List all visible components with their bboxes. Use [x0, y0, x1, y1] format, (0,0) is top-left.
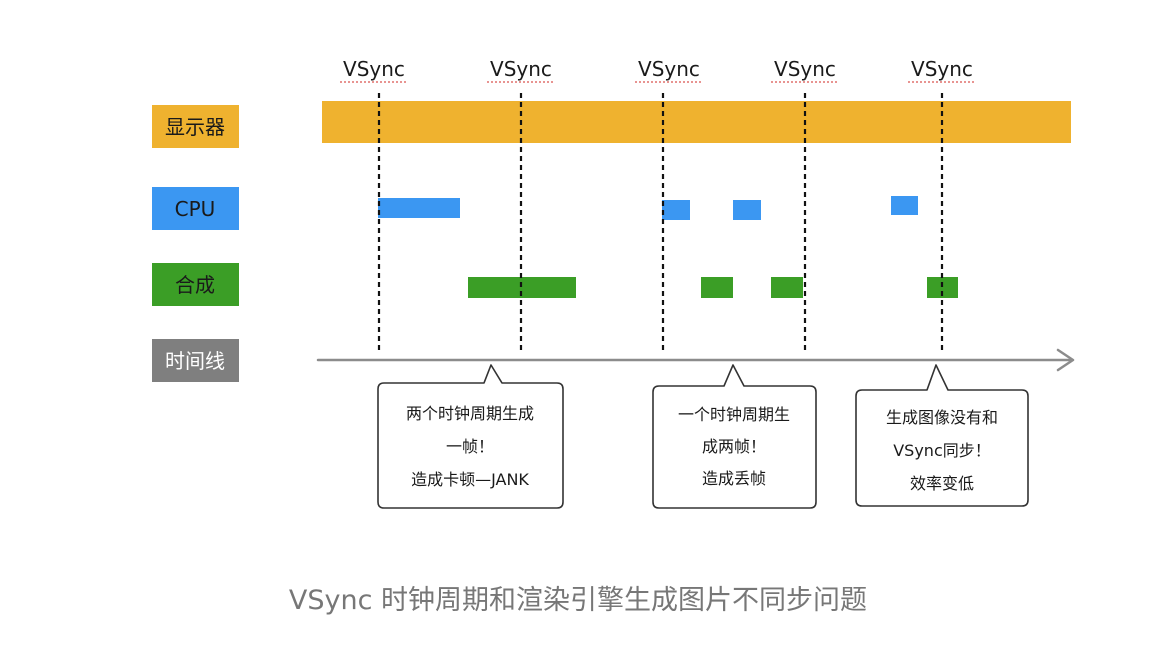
timeline-axis [316, 348, 1075, 372]
callout-out-of-sync-line-3: 效率变低 [910, 474, 974, 493]
callout-out-of-sync: 生成图像没有和 VSync同步！ 效率变低 [855, 364, 1029, 507]
vsync-label-4: VSync [774, 57, 836, 81]
callout-out-of-sync-line-2: VSync同步！ [893, 441, 991, 460]
compose-label: 合成 [175, 273, 215, 297]
cpu-block-4 [891, 196, 918, 215]
callout-jank-line-3: 造成卡顿—JANK [411, 470, 529, 489]
callout-jank-line-2: 一帧！ [446, 437, 494, 456]
display-label-box [152, 105, 239, 148]
timeline-arrowhead [1056, 348, 1075, 372]
vsync-label-5: VSync [911, 57, 973, 81]
callout-dropped-frame-line-2: 成两帧！ [702, 437, 766, 456]
timeline-label-box [152, 339, 239, 382]
callout-jank-line-1: 两个时钟周期生成 [406, 404, 534, 423]
callout-dropped-frame-line-1: 一个时钟周期生 [678, 405, 790, 424]
display-bar [322, 101, 1071, 143]
callout-dropped-frame-line-3: 造成丢帧 [702, 469, 766, 488]
callout-out-of-sync-border [855, 364, 1029, 507]
vsync-label-1: VSync [343, 57, 405, 81]
display-label: 显示器 [165, 115, 225, 139]
callout-jank-border [377, 364, 564, 509]
figure-caption: VSync 时钟周期和渲染引擎生成图片不同步问题 [288, 585, 868, 616]
callout-dropped-frame: 一个时钟周期生 成两帧！ 造成丢帧 [652, 364, 817, 509]
timeline-label: 时间线 [165, 349, 225, 373]
cpu-block-1 [378, 198, 460, 218]
vsync-label-3: VSync [638, 57, 700, 81]
callout-dropped-frame-border [652, 364, 817, 509]
vsync-label-2: VSync [490, 57, 552, 81]
compose-block-3 [771, 277, 803, 298]
cpu-block-2 [662, 200, 690, 220]
compose-block-1 [468, 277, 576, 298]
compose-label-box [152, 263, 239, 306]
compose-block-4 [927, 277, 958, 298]
callout-jank: 两个时钟周期生成 一帧！ 造成卡顿—JANK [377, 364, 564, 509]
vsync-lines [377, 93, 944, 352]
cpu-block-3 [733, 200, 761, 220]
cpu-label-box [152, 187, 239, 230]
compose-block-2 [701, 277, 733, 298]
cpu-label: CPU [175, 197, 216, 221]
callout-out-of-sync-line-1: 生成图像没有和 [886, 408, 998, 427]
